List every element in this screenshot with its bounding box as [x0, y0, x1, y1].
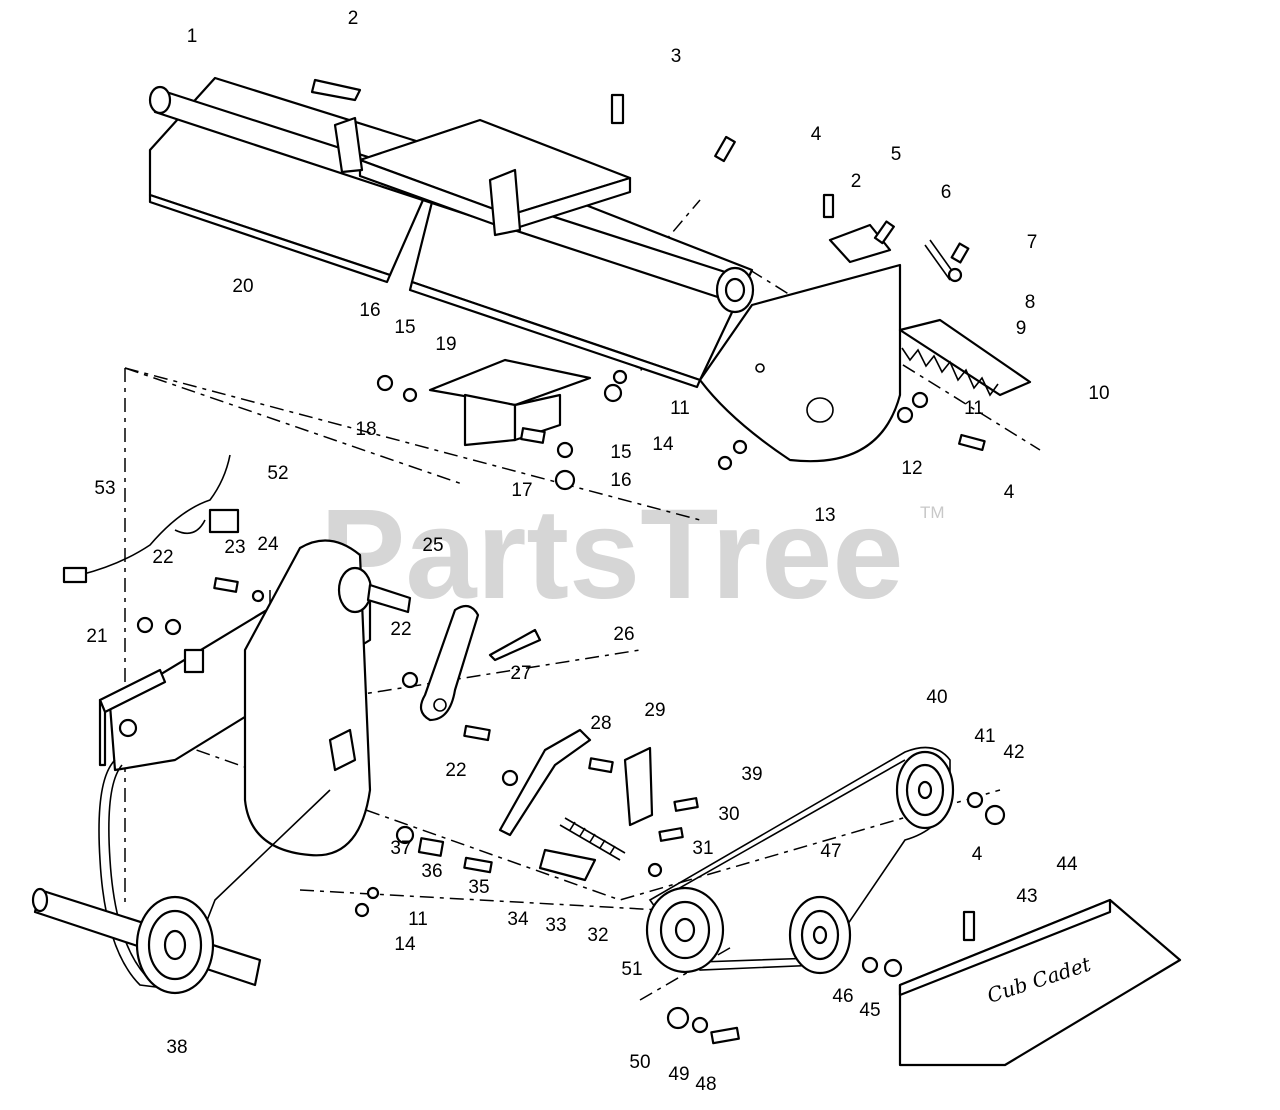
- callout-43: 43: [1016, 886, 1037, 907]
- callout-22: 22: [390, 619, 411, 640]
- callout-37: 37: [390, 838, 411, 859]
- callout-14: 14: [652, 434, 674, 455]
- callout-48: 48: [695, 1074, 716, 1095]
- callout-18: 18: [355, 419, 376, 440]
- callout-11: 11: [670, 398, 690, 419]
- callout-3: 3: [671, 46, 682, 67]
- callout-4: 4: [811, 124, 822, 145]
- callout-6: 6: [941, 182, 952, 203]
- idler-assembly: [136, 566, 542, 742]
- mount-plate: [310, 78, 632, 237]
- callout-11: 11: [964, 398, 984, 419]
- callout-39: 39: [741, 764, 762, 785]
- callout-2: 2: [348, 8, 359, 29]
- callout-4: 4: [1004, 482, 1015, 503]
- callout-52: 52: [267, 463, 288, 484]
- bracket: [376, 358, 592, 491]
- callout-32: 32: [587, 925, 608, 946]
- callout-2: 2: [851, 171, 862, 192]
- watermark-text: PartsTree: [320, 483, 904, 626]
- callout-34: 34: [507, 909, 529, 930]
- callout-28: 28: [590, 713, 611, 734]
- callout-35: 35: [468, 877, 489, 898]
- callout-50: 50: [629, 1052, 650, 1073]
- callout-11: 11: [408, 909, 428, 930]
- callout-22: 22: [445, 760, 466, 781]
- callout-51: 51: [621, 959, 642, 980]
- callout-53: 53: [94, 478, 115, 499]
- callout-21: 21: [86, 626, 107, 647]
- callout-42: 42: [1003, 742, 1024, 763]
- callout-27: 27: [510, 663, 531, 684]
- left-axle-pulley: [31, 887, 262, 995]
- tension-arm: [354, 728, 699, 918]
- callout-8: 8: [1025, 292, 1036, 313]
- top-hardware: [603, 93, 986, 471]
- callout-40: 40: [926, 687, 947, 708]
- callout-19: 19: [435, 334, 456, 355]
- callout-10: 10: [1088, 383, 1109, 404]
- callout-4: 4: [972, 844, 983, 865]
- callout-14: 14: [394, 934, 416, 955]
- callout-1: 1: [187, 26, 198, 47]
- callout-5: 5: [891, 144, 902, 165]
- callout-38: 38: [166, 1037, 187, 1058]
- callout-46: 46: [832, 986, 853, 1007]
- callout-24: 24: [257, 534, 279, 555]
- callout-25: 25: [422, 535, 443, 556]
- left-drive-belt: [98, 759, 331, 991]
- callout-41: 41: [974, 726, 995, 747]
- callout-23: 23: [224, 537, 245, 558]
- callout-12: 12: [901, 458, 922, 479]
- main-chain-case: [98, 539, 372, 857]
- callout-29: 29: [644, 700, 665, 721]
- callout-26: 26: [613, 624, 634, 645]
- callout-44: 44: [1056, 854, 1078, 875]
- callout-22: 22: [152, 547, 173, 568]
- callout-33: 33: [545, 915, 566, 936]
- side-plate: [698, 263, 902, 463]
- callout-15: 15: [610, 442, 631, 463]
- callout-49: 49: [668, 1064, 689, 1085]
- callout-36: 36: [421, 861, 442, 882]
- callout-16: 16: [610, 470, 631, 491]
- watermark-trademark: TM: [920, 503, 945, 522]
- wiring-harness: [62, 454, 240, 584]
- callout-15: 15: [394, 317, 415, 338]
- callout-labels: 1234526789101111141241320191615181516175…: [86, 8, 1109, 1095]
- callout-9: 9: [1016, 318, 1027, 339]
- callout-7: 7: [1027, 232, 1038, 253]
- callout-16: 16: [359, 300, 380, 321]
- right-pulleys: [645, 750, 1006, 1045]
- callout-30: 30: [718, 804, 739, 825]
- callout-17: 17: [511, 480, 532, 501]
- callout-13: 13: [814, 505, 835, 526]
- callout-45: 45: [859, 1000, 880, 1021]
- callout-31: 31: [692, 838, 713, 859]
- callout-47: 47: [820, 841, 841, 862]
- belt-cover: Cub Cadet: [898, 898, 1182, 1067]
- callout-20: 20: [232, 276, 253, 297]
- depth-bar: [828, 223, 1032, 397]
